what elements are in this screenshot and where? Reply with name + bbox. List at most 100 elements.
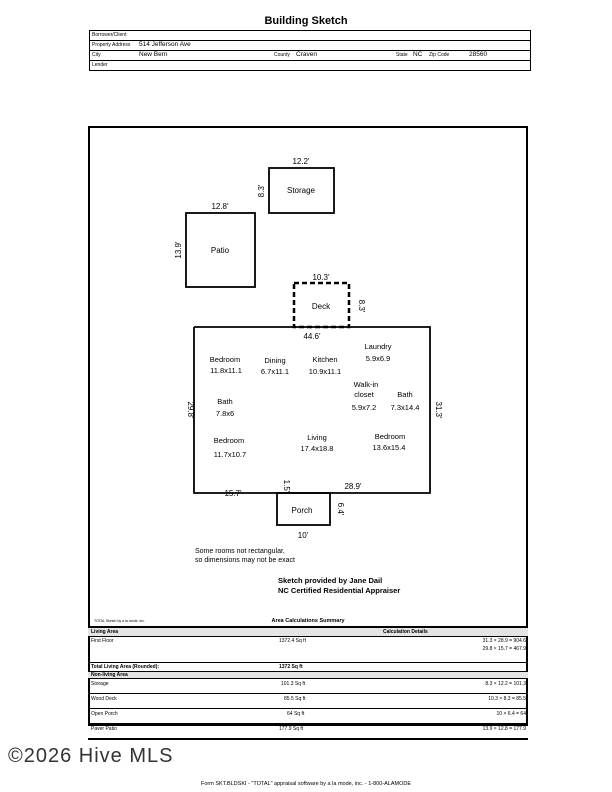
zip-value: 28560 (469, 51, 488, 58)
patio-height: 13.9' (174, 241, 183, 259)
first-floor-label: First Floor (91, 638, 114, 644)
area-row-calc: 13.9 × 12.8 = 177.9 (482, 726, 526, 732)
deck-outline (292, 281, 351, 329)
borrower-label: Borrower/Client (92, 32, 127, 38)
room-dims: 5.9x7.2 (352, 403, 377, 412)
porch-height: 6.4' (336, 503, 345, 516)
storage-width: 12.2' (292, 157, 310, 166)
area-row-value: 101.3 Sq ft (281, 681, 306, 687)
area-row-calc: 8.3 × 12.2 = 101.3 (485, 681, 526, 687)
room-dims: 6.7x11.1 (261, 367, 289, 376)
porch-label: Porch (292, 506, 313, 515)
floor-plan-sketch: Storage 12.2' 8.3' Patio 12.8' 13.9' Dec… (174, 157, 443, 595)
mls-watermark: ©2026 Hive MLS (8, 745, 174, 767)
area-row-name: Storage (91, 681, 109, 687)
patio-outline (185, 212, 256, 288)
first-floor-row: First Floor 1372.4 Sq ft 31.3 × 28.9 = 9… (88, 637, 528, 663)
room-name: Bath (397, 390, 412, 399)
porch-step-dim: 1.5' (282, 480, 291, 493)
house-bottom-left-dim: 15.7' (224, 489, 242, 498)
room-name: Bedroom (214, 436, 244, 445)
room-name: Bath (217, 397, 232, 406)
sketch-note-1: Some rooms not rectangular, (195, 548, 285, 555)
house-right-dim: 31.3' (434, 401, 443, 419)
deck-width: 10.3' (312, 273, 330, 282)
borrower-row: Borrower/Client (90, 31, 530, 41)
lender-row: Lender (90, 61, 530, 70)
room-dims: 17.4x18.8 (301, 444, 334, 453)
area-row-value: 85.5 Sq ft (284, 696, 306, 702)
state-value: NC (413, 51, 423, 58)
room-dims: 11.7x10.7 (214, 450, 246, 459)
room-dims: 7.8x6 (216, 409, 234, 418)
first-floor-calc-2: 29.8 × 15.7 = 467.9 (482, 646, 526, 652)
storage-label: Storage (287, 186, 316, 195)
room-dims: 10.9x11.1 (309, 367, 341, 376)
area-row-patio: Paver Patio 177.9 Sq ft 13.9 × 12.8 = 17… (88, 724, 528, 740)
sketch-frame (88, 126, 528, 726)
first-floor-calc-1: 31.3 × 28.9 = 904.6 (482, 638, 526, 644)
first-floor-value: 1372.4 Sq ft (279, 638, 306, 644)
area-summary-title: Area Calculations Summary (271, 618, 345, 624)
porch-width: 10' (298, 531, 309, 540)
room-name: Walk-in (354, 380, 379, 389)
header-table: Borrower/Client Property Address 514 Jef… (89, 30, 531, 71)
sketch-credit-2: NC Certified Residential Appraiser (278, 586, 400, 595)
patio-width: 12.8' (211, 202, 229, 211)
city-value: New Bern (139, 51, 168, 58)
page-title: Building Sketch (264, 15, 348, 27)
area-row-calc: 10.3 × 8.3 = 85.5 (488, 696, 526, 702)
zip-label: Zip Code (429, 52, 450, 58)
room-dims: 5.9x6.9 (366, 354, 391, 363)
living-area-label: Living Area (91, 629, 119, 635)
sketch-credit-1: Sketch provided by Jane Dail (278, 576, 382, 585)
room-dims: 11.8x11.1 (210, 366, 242, 375)
state-label: State (396, 52, 408, 58)
room-name: Dining (264, 356, 285, 365)
rooms: Bedroom 11.8x11.1 Dining 6.7x11.1 Kitche… (210, 342, 420, 459)
deck-height: 8.3' (357, 300, 366, 313)
property-value: 514 Jefferson Ave (139, 41, 191, 48)
county-label: County (274, 52, 290, 58)
storage-outline (268, 167, 335, 214)
total-living-row: Total Living Area (Rounded): 1372 Sq ft (88, 663, 528, 672)
non-living-label: Non-living Area (91, 672, 128, 678)
area-row-storage: Storage 101.3 Sq ft 8.3 × 12.2 = 101.3 (88, 679, 528, 694)
house-top-dim: 44.6' (303, 332, 321, 341)
room-name: Kitchen (312, 355, 337, 364)
sketch-note-2: so dimensions may not be exact (195, 557, 295, 564)
area-calculations-table: Living Area Calculation Details First Fl… (88, 626, 528, 740)
form-footer: Form SKT.BLDSKI - "TOTAL" appraisal soft… (200, 781, 412, 787)
house-bottom-right-dim: 28.9' (344, 482, 362, 491)
area-row-calc: 10 × 6.4 = 64 (496, 711, 526, 717)
area-row-name: Paver Patio (91, 726, 117, 732)
calc-details-label: Calculation Details (383, 629, 428, 635)
house-left-dim: 29.8' (186, 401, 195, 419)
living-area-header: Living Area Calculation Details (88, 628, 528, 637)
porch-outline (276, 492, 331, 526)
area-row-value: 177.9 Sq ft (279, 726, 304, 732)
room-name: Bedroom (375, 432, 405, 441)
storage-height: 8.3' (257, 184, 266, 197)
patio-label: Patio (211, 246, 230, 255)
room-name: Bedroom (210, 355, 240, 364)
area-row-porch: Open Porch 64 Sq ft 10 × 6.4 = 64 (88, 709, 528, 724)
room-name: Laundry (364, 342, 391, 351)
room-dims: 13.6x15.4 (373, 443, 406, 452)
county-value: Craven (296, 51, 317, 58)
area-row-deck: Wood Deck 85.5 Sq ft 10.3 × 8.3 = 85.5 (88, 694, 528, 709)
total-living-label: Total Living Area (Rounded): (91, 664, 160, 670)
room-name: Living (307, 433, 327, 442)
room-name-2: closet (354, 390, 375, 399)
room-dims: 7.3x14.4 (391, 403, 420, 412)
total-living-value: 1372 Sq ft (279, 664, 303, 670)
property-label: Property Address (92, 42, 131, 48)
sketch-software-caption: TOTAL Sketch by a la mode, inc. (94, 619, 145, 623)
house-outline (193, 326, 431, 494)
area-row-value: 64 Sq ft (287, 711, 305, 717)
non-living-header: Non-living Area (88, 672, 528, 679)
property-row: Property Address 514 Jefferson Ave (90, 41, 530, 51)
city-label: City (92, 52, 101, 58)
deck-label: Deck (312, 302, 331, 311)
lender-label: Lender (92, 62, 108, 68)
